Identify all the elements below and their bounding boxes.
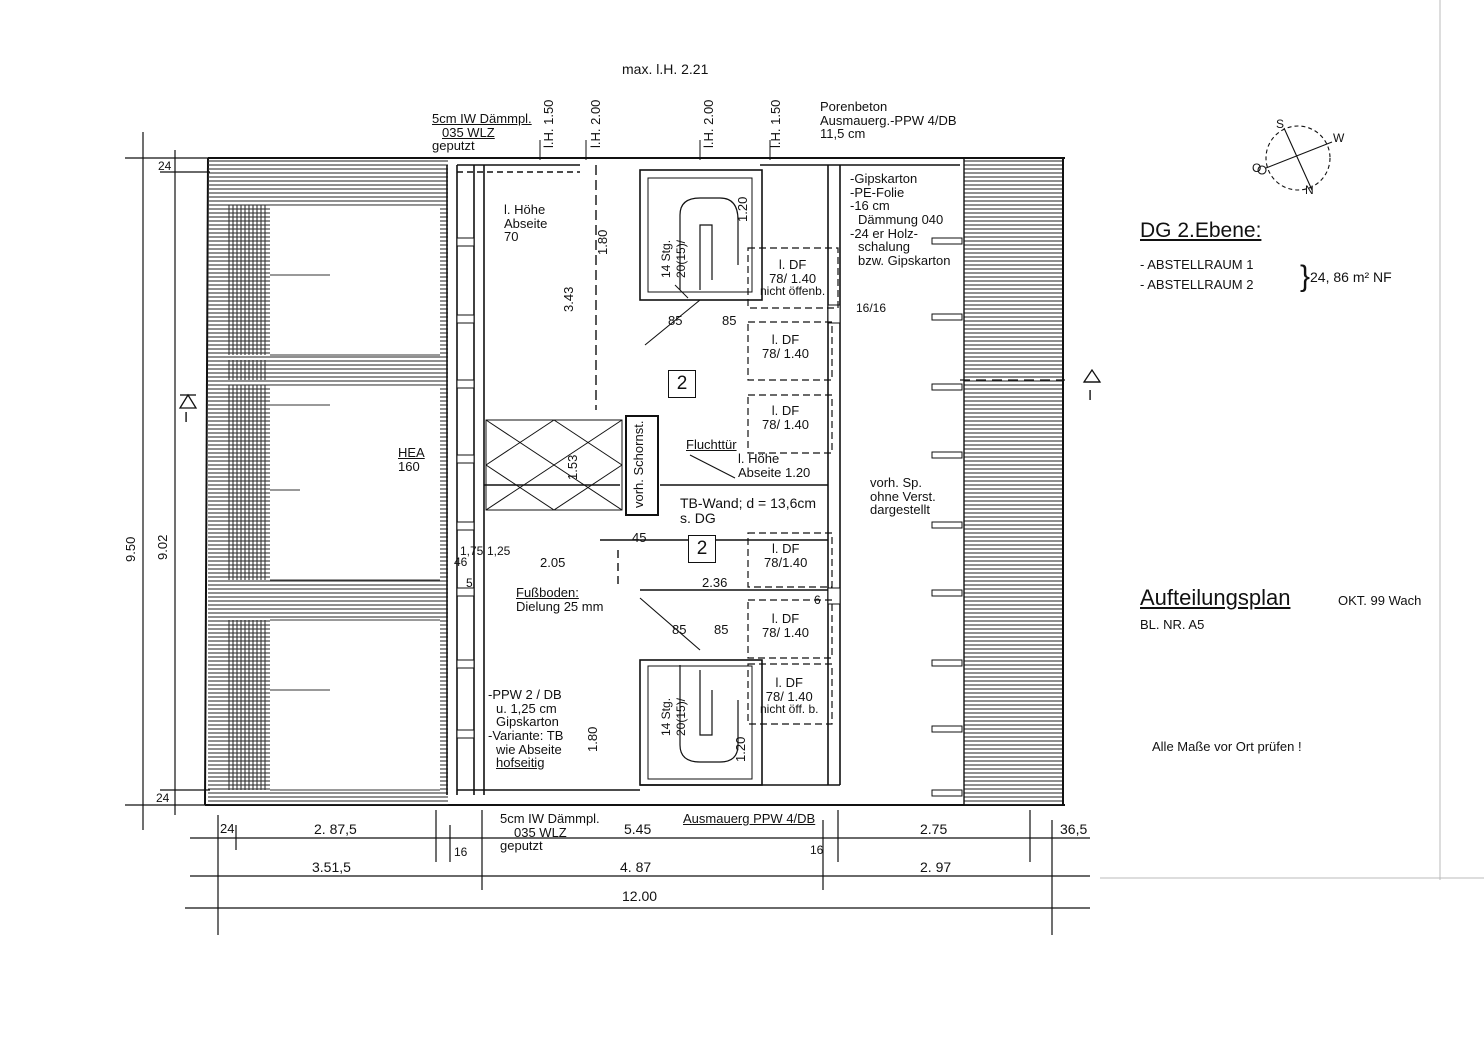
dim-label: 2. 87,5 <box>314 821 357 837</box>
hea-beam-label: HEA 160 <box>398 445 425 474</box>
insulation-top-label: 5cm IW Dämmpl. 035 WLZ geputzt <box>432 111 532 154</box>
room-2-label: - ABSTELLRAUM 2 <box>1140 277 1254 292</box>
room-number-marker-2: 2 <box>688 535 716 563</box>
dim-label: 24 <box>158 159 172 173</box>
sheet-number: BL. NR. A5 <box>1140 617 1205 632</box>
dim-label: 3.43 <box>561 286 576 312</box>
scan-edges <box>1100 0 1484 880</box>
chimney <box>625 415 659 516</box>
dim-label: 16 <box>810 843 824 857</box>
dim-label: 9.50 <box>123 536 138 562</box>
dim-label: 2.36 <box>702 575 728 590</box>
dim-label: 4. 87 <box>620 859 652 875</box>
skylight-outlines <box>747 247 839 725</box>
dim-label: 5.45 <box>624 821 652 837</box>
wall-beams <box>456 237 475 739</box>
escape-door-label: Fluchttür <box>686 437 737 452</box>
dim-label: 24 <box>220 821 235 836</box>
abseite-70-label: l. Höhe Abseite 70 <box>504 202 548 245</box>
dim-label: 85 <box>714 622 729 637</box>
plan-title: Aufteilungsplan <box>1140 585 1291 610</box>
dim-label: 46 <box>454 555 468 569</box>
bottom-dimensions <box>185 810 1090 935</box>
tb-wall-label: TB-Wand; d = 13,6cm s. DG <box>680 495 817 526</box>
ppw-wall-label: -PPW 2 / DB u. 1,25 cm Gipskarton -Varia… <box>488 687 564 771</box>
dim-label: 1.53 <box>565 454 580 480</box>
beam-size-label: 16/16 <box>856 301 887 315</box>
dim-label: 6 <box>814 593 821 607</box>
compass-south: S <box>1276 117 1285 131</box>
floor-label: Fußboden: Dielung 25 mm <box>516 585 604 614</box>
stair-top-steps: 14 Stg. <box>659 239 673 278</box>
dim-label: 1.80 <box>585 726 600 752</box>
dim-label: 2. 97 <box>920 859 952 875</box>
dim-label: 24 <box>156 791 170 805</box>
dim-label: 85 <box>722 313 737 328</box>
lh-label-1: l.H. 1.50 <box>541 99 556 148</box>
left-roof-slope <box>208 158 448 805</box>
compass-east: O <box>1252 161 1262 175</box>
existing-rafter-label: vorh. Sp. ohne Verst. dargestellt <box>870 475 936 518</box>
stair-bottom-steps: 14 Stg. <box>659 697 673 736</box>
dim-label: 2.05 <box>540 555 566 570</box>
lh-label-3: l.H. 2.00 <box>701 99 716 148</box>
dim-label: 1.20 <box>733 736 748 762</box>
area-label: 24, 86 m² NF <box>1310 269 1392 285</box>
section-mark-left: I <box>184 409 189 426</box>
compass-west: W <box>1333 131 1345 145</box>
stair-top <box>639 169 763 301</box>
stair-bottom-rise: 20(15)/ <box>674 697 688 736</box>
height-lines <box>539 140 771 160</box>
dim-label: 45 <box>632 530 647 545</box>
lh-label-2: l.H. 2.00 <box>588 99 603 148</box>
lh-label-4: l.H. 1.50 <box>768 99 783 148</box>
dim-label: 3.51,5 <box>312 859 351 875</box>
insulation-bottom-label: 5cm IW Dämmpl. 035 WLZ geputzt <box>500 811 600 854</box>
dim-label: 9.02 <box>155 534 170 560</box>
room-1-label: - ABSTELLRAUM 1 <box>1140 257 1254 272</box>
section-markers <box>178 368 1102 409</box>
compass-north: N <box>1305 183 1314 197</box>
dim-label: 12.00 <box>622 888 658 904</box>
porenbeton-label: Porenbeton Ausmauerg.-PPW 4/DB 11,5 cm <box>820 99 957 142</box>
open-void <box>485 419 623 511</box>
verification-note: Alle Maße vor Ort prüfen ! <box>1152 739 1302 754</box>
dim-label: 2.75 <box>920 821 948 837</box>
plan-date: OKT. 99 Wach <box>1338 593 1422 608</box>
left-wall <box>446 164 640 795</box>
dim-label: 16 <box>454 845 468 859</box>
door-swings <box>639 299 736 651</box>
brace: } <box>1300 260 1311 293</box>
section-mark-right: I <box>1088 387 1093 404</box>
dim-label: 85 <box>672 622 687 637</box>
dim-label: 1.80 <box>595 229 610 255</box>
dim-label: 85 <box>668 313 683 328</box>
chimney-label: vorh. Schornst. <box>631 420 646 508</box>
room-number-marker-1: 2 <box>668 370 696 398</box>
dim-label: 1,25 <box>487 544 511 558</box>
right-wall-beams <box>827 237 963 797</box>
max-lh-label: max. l.H. 2.21 <box>622 61 709 77</box>
wall-layers-label: -Gipskarton -PE-Folie -16 cm Dämmung 040… <box>850 171 951 268</box>
abseite-120-label: l. Höhe Abseite 1.20 <box>738 451 811 480</box>
level-title: DG 2.Ebene: <box>1140 219 1262 242</box>
stair-bottom <box>639 659 763 786</box>
dim-label: 1.20 <box>735 196 750 222</box>
compass-rose <box>1257 125 1333 191</box>
right-roof-slope <box>963 158 1062 805</box>
left-dimensions <box>125 132 210 830</box>
dim-label: 1,75 <box>460 544 484 558</box>
stair-top-rise: 20(15)/ <box>674 239 688 278</box>
dim-label: 36,5 <box>1060 821 1088 837</box>
ausmauerung-bottom-label: Ausmauerg PPW 4/DB <box>683 811 816 826</box>
dim-label: 5 <box>466 576 473 590</box>
